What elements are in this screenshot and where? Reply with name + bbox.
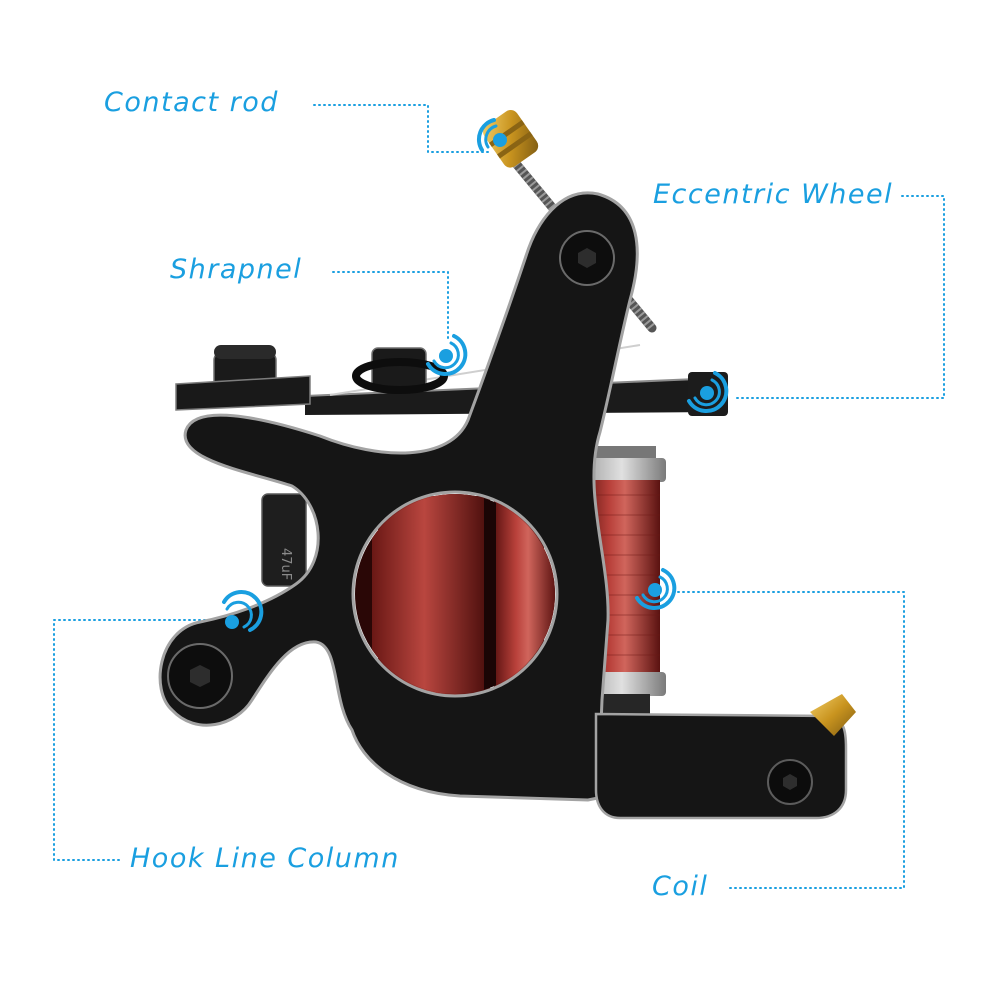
leader-contact-rod: [313, 104, 491, 153]
leader-eccentric-wheel: [733, 195, 945, 399]
leader-coil: [677, 591, 905, 889]
target-marker-icon: [687, 371, 729, 414]
label-shrapnel: Shrapnel: [170, 254, 303, 285]
label-contact-rod: Contact rod: [104, 87, 279, 118]
rear-binding-post: [175, 345, 311, 411]
capacitor: 47uF: [261, 493, 307, 587]
spring-binding-post: [352, 347, 448, 394]
leader-shrapnel: [332, 271, 449, 341]
target-marker-icon: [476, 118, 507, 152]
frame-screws: [167, 230, 615, 709]
svg-text:47uF: 47uF: [278, 548, 293, 580]
foot-plate: [594, 694, 856, 820]
label-hook-line-column: Hook Line Column: [130, 843, 400, 874]
machine-frame: [158, 191, 639, 802]
target-marker-icon: [635, 568, 677, 611]
target-marker-icon: [426, 334, 468, 377]
frame-window: [355, 494, 555, 694]
target-markers: [222, 118, 729, 632]
label-coil: Coil: [652, 871, 709, 902]
hex-screw-icon: [190, 665, 210, 687]
target-marker-icon: [222, 589, 264, 632]
hex-screw-icon: [578, 248, 596, 268]
label-eccentric-wheel: Eccentric Wheel: [653, 179, 894, 210]
hex-screw-icon: [783, 774, 797, 790]
leader-lines: [53, 104, 945, 889]
leader-hook-line-column: [53, 619, 211, 861]
